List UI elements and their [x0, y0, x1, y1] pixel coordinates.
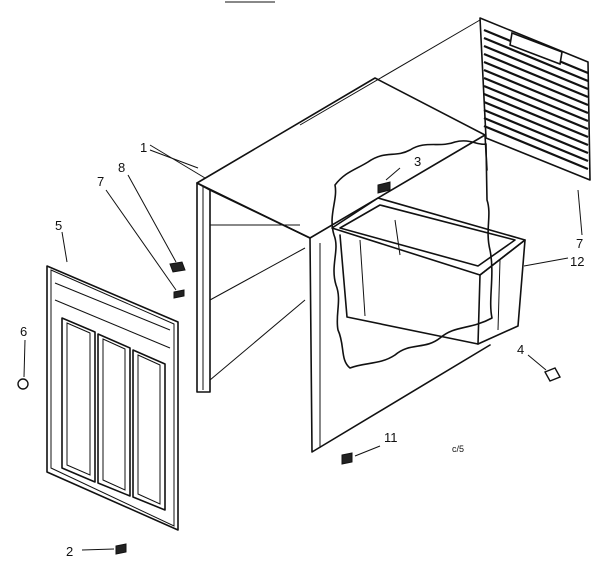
label-12: 12	[570, 254, 584, 269]
label-11: 11	[384, 430, 398, 445]
callout-labels: 1 8 7 3 5 6 12 7 7 12 4 11 2 c/5	[20, 140, 584, 559]
label-3: 3	[414, 154, 421, 169]
cabinet-body	[196, 19, 493, 453]
label-4: 4	[517, 342, 524, 357]
label-seven: 7	[576, 236, 583, 251]
door-5	[46, 265, 179, 531]
drawing-code: c/5	[452, 444, 464, 454]
label-9: 8	[118, 160, 125, 175]
label-6: 6	[20, 324, 27, 339]
grille-panel-7	[479, 17, 591, 181]
label-8: 7	[97, 174, 104, 189]
label-1: 1	[140, 140, 147, 155]
leader-lines	[23, 144, 583, 551]
label-2: 2	[66, 544, 73, 559]
label-5: 5	[55, 218, 62, 233]
bin-12	[331, 197, 526, 345]
hardware	[17, 181, 561, 555]
